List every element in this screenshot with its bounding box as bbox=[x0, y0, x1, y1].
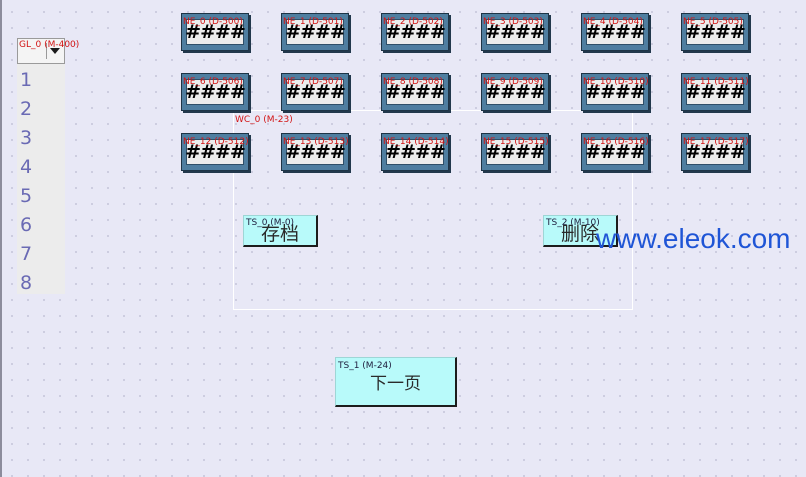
numeric-entry[interactable]: #### bbox=[381, 133, 449, 171]
numeric-entry-value: #### bbox=[285, 19, 346, 45]
save-button-tag: TS_0 (M-0) bbox=[246, 218, 295, 228]
numeric-entry-tag: NE_8 (D-508) bbox=[383, 77, 443, 87]
numeric-entry-value: #### bbox=[685, 79, 746, 105]
numeric-entry-tag: NE_7 (D-507) bbox=[283, 77, 343, 87]
numeric-entry-value: #### bbox=[685, 19, 746, 45]
numeric-entry-value: #### bbox=[385, 79, 446, 105]
next-page-button-label: 下一页 bbox=[370, 374, 421, 394]
numeric-entry-value: #### bbox=[585, 79, 646, 105]
numeric-entry[interactable]: #### bbox=[181, 133, 249, 171]
numeric-entry[interactable]: #### bbox=[581, 73, 649, 111]
numeric-entry-tag: NE_15 (D-515) bbox=[483, 137, 549, 147]
numeric-entry[interactable]: #### bbox=[581, 13, 649, 51]
numeric-entry-tag: NE_16 (D-516) bbox=[583, 137, 649, 147]
numeric-entry[interactable]: #### bbox=[381, 73, 449, 111]
numeric-entry-tag: NE_11 (D-511) bbox=[683, 77, 749, 87]
numeric-entry-tag: NE_2 (D-502) bbox=[383, 17, 443, 27]
numeric-entry[interactable]: #### bbox=[481, 73, 549, 111]
window-left-edge bbox=[0, 0, 2, 477]
delete-button-tag: TS_2 (M-10) bbox=[546, 218, 600, 228]
group-list-item[interactable]: 8 bbox=[20, 272, 33, 294]
watermark-text: www.eleok.com bbox=[596, 223, 791, 254]
save-button-label: 存档 bbox=[260, 222, 299, 245]
window-container-tag: WC_0 (M-23) bbox=[235, 115, 293, 125]
numeric-entry[interactable]: #### bbox=[181, 13, 249, 51]
group-list-dropdown[interactable] bbox=[17, 38, 65, 64]
numeric-entry-value: #### bbox=[585, 19, 646, 45]
numeric-entry-tag: NE_1 (D-501) bbox=[283, 17, 343, 27]
chevron-down-icon[interactable] bbox=[46, 43, 62, 59]
numeric-entry-value: #### bbox=[285, 79, 346, 105]
numeric-entry-value: #### bbox=[385, 19, 446, 45]
numeric-entry[interactable]: #### bbox=[681, 133, 749, 171]
numeric-entry-tag: NE_14 (D-514) bbox=[383, 137, 449, 147]
group-list-tag: GL_0 (M-400) bbox=[19, 40, 80, 50]
group-list-item[interactable]: 1 bbox=[20, 69, 33, 91]
numeric-entry-tag: NE_4 (D-504) bbox=[583, 17, 643, 27]
numeric-entry[interactable]: #### bbox=[281, 133, 349, 171]
next-page-button[interactable]: 下一页 bbox=[335, 357, 457, 407]
numeric-entry-tag: NE_3 (D-503) bbox=[483, 17, 543, 27]
numeric-entry[interactable]: #### bbox=[181, 73, 249, 111]
group-list-item[interactable]: 2 bbox=[20, 98, 33, 120]
numeric-entry[interactable]: #### bbox=[281, 13, 349, 51]
group-list-item[interactable]: 5 bbox=[20, 185, 33, 207]
numeric-entry[interactable]: #### bbox=[381, 13, 449, 51]
numeric-entry-value: #### bbox=[185, 19, 246, 45]
numeric-entry-value: #### bbox=[385, 139, 446, 165]
save-button[interactable]: 存档 bbox=[243, 215, 318, 247]
numeric-entry-value: #### bbox=[585, 139, 646, 165]
numeric-entry-value: #### bbox=[485, 79, 546, 105]
numeric-entry-tag: NE_13 (D-513) bbox=[283, 137, 349, 147]
numeric-entry-tag: NE_12 (D-512) bbox=[183, 137, 249, 147]
delete-button-label: 删除 bbox=[560, 222, 599, 245]
numeric-entry[interactable]: #### bbox=[481, 133, 549, 171]
numeric-entry-value: #### bbox=[185, 79, 246, 105]
numeric-entry-value: #### bbox=[685, 139, 746, 165]
numeric-entry-value: #### bbox=[285, 139, 346, 165]
numeric-entry-tag: NE_9 (D-509) bbox=[483, 77, 543, 87]
numeric-entry-tag: NE_5 (D-505) bbox=[683, 17, 743, 27]
numeric-entry[interactable]: #### bbox=[681, 73, 749, 111]
numeric-entry[interactable]: #### bbox=[681, 13, 749, 51]
group-list-item[interactable]: 6 bbox=[20, 214, 33, 236]
group-list-item[interactable]: 4 bbox=[20, 156, 33, 178]
group-list[interactable]: 1 2 3 4 5 6 7 8 bbox=[17, 38, 65, 294]
numeric-entry-tag: NE_0 (D-500) bbox=[183, 17, 243, 27]
numeric-entry-tag: NE_6 (D-506) bbox=[183, 77, 243, 87]
numeric-entry-value: #### bbox=[485, 19, 546, 45]
delete-button[interactable]: 删除 bbox=[543, 215, 618, 247]
numeric-entry[interactable]: #### bbox=[281, 73, 349, 111]
numeric-entry[interactable]: #### bbox=[581, 133, 649, 171]
numeric-entry-value: #### bbox=[185, 139, 246, 165]
numeric-entry[interactable]: #### bbox=[481, 13, 549, 51]
numeric-entry-value: #### bbox=[485, 139, 546, 165]
group-list-item[interactable]: 3 bbox=[20, 127, 33, 149]
group-list-item[interactable]: 7 bbox=[20, 243, 33, 265]
numeric-entry-tag: NE_10 (D-510) bbox=[583, 77, 649, 87]
next-page-button-tag: TS_1 (M-24) bbox=[338, 361, 392, 371]
numeric-entry-tag: NE_17 (D-517) bbox=[683, 137, 749, 147]
